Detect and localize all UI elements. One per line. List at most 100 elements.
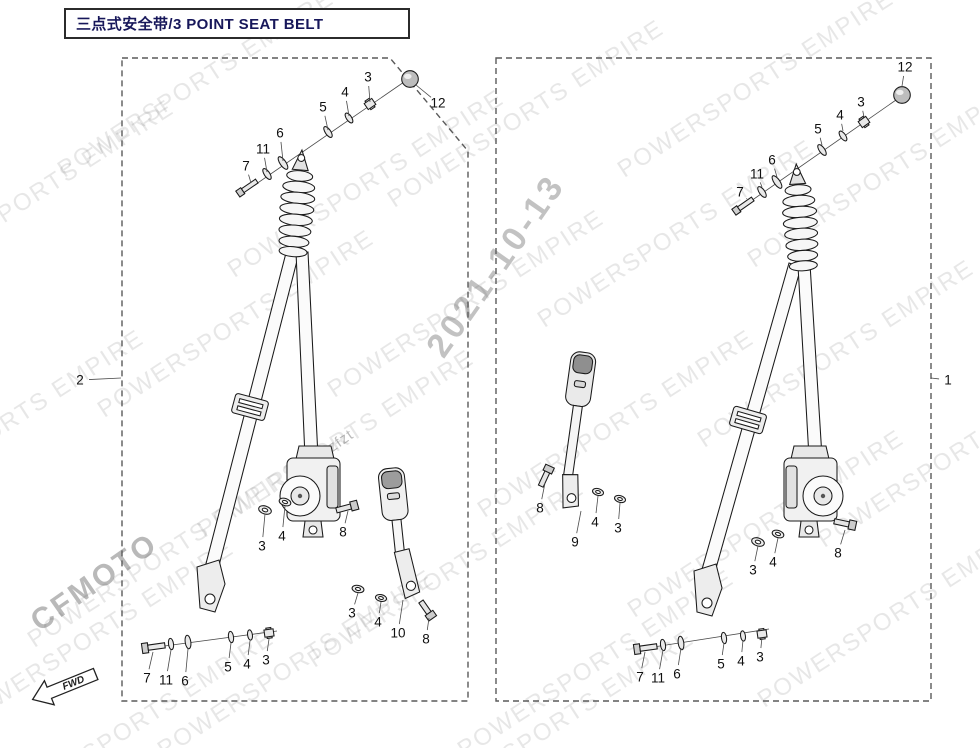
- washer-part: [258, 505, 272, 515]
- callout-leader-line: [426, 617, 430, 631]
- callout-leader-line: [88, 377, 122, 380]
- washer-part: [278, 497, 292, 507]
- bolt-part: [731, 196, 755, 216]
- callout-number-3: 3: [749, 563, 757, 578]
- washer-part: [246, 629, 254, 641]
- callout-leader-line: [541, 482, 546, 500]
- callout-leader-line: [930, 377, 940, 380]
- callout-number-4: 4: [737, 654, 745, 669]
- callout-leader-line: [248, 174, 252, 184]
- callout-number-12: 12: [430, 96, 445, 111]
- callout-number-6: 6: [276, 126, 284, 141]
- washer-part: [757, 186, 767, 198]
- callout-number-11: 11: [651, 671, 665, 686]
- callout-number-7: 7: [242, 159, 250, 174]
- callout-number-4: 4: [591, 515, 599, 530]
- washer-part: [227, 630, 235, 644]
- washer-part: [720, 631, 728, 645]
- callout-number-12: 12: [897, 60, 912, 75]
- bolt-part: [140, 642, 166, 655]
- callout-leader-line: [228, 642, 232, 659]
- callout-number-6: 6: [673, 667, 681, 682]
- watermark-tile: POWERSPORTS EMPIRE: [303, 474, 589, 673]
- watermark-tile: POWERSPORTS EMPIRE: [383, 14, 669, 213]
- left-seatbelt-assembly: [140, 70, 438, 655]
- callout-number-6: 6: [181, 674, 189, 689]
- callout-number-3: 3: [857, 95, 865, 110]
- buckle-assembly: [378, 467, 421, 600]
- callout-number-1: 1: [944, 373, 952, 388]
- callout-leader-line: [167, 649, 172, 672]
- washer-part: [344, 112, 354, 124]
- callout-leader-line: [280, 141, 284, 162]
- retractor: [279, 445, 341, 538]
- callout-number-5: 5: [319, 100, 327, 115]
- nut-part: [263, 626, 275, 640]
- washer-part: [659, 638, 667, 652]
- callout-leader-line: [148, 651, 154, 670]
- callout-number-5: 5: [814, 122, 822, 137]
- bolt-part: [537, 463, 556, 488]
- washer-part: [771, 529, 785, 539]
- callout-leader-line: [759, 182, 763, 188]
- callout-leader-line: [398, 599, 404, 625]
- right-seatbelt-assembly: [537, 86, 911, 656]
- callout-number-4: 4: [769, 555, 777, 570]
- callout-leader-line: [901, 75, 904, 87]
- callout-number-3: 3: [258, 539, 266, 554]
- page-title: 三点式安全带/3 POINT SEAT BELT: [76, 16, 324, 33]
- callout-number-3: 3: [614, 521, 622, 536]
- washer-part: [751, 537, 765, 547]
- washer-part: [323, 126, 333, 138]
- callout-leader-line: [264, 157, 268, 173]
- callout-leader-line: [774, 168, 778, 178]
- callout-leader-line: [346, 100, 350, 117]
- bolt-part: [235, 178, 259, 198]
- callout-number-10: 10: [390, 626, 405, 641]
- callout-leader-line: [595, 495, 599, 514]
- explode-axis-line: [740, 99, 897, 209]
- washer-part: [817, 144, 827, 156]
- callout-number-5: 5: [224, 660, 232, 675]
- washer-part: [167, 637, 175, 651]
- callout-number-8: 8: [834, 546, 842, 561]
- callout-leader-line: [819, 137, 823, 146]
- callout-number-4: 4: [374, 615, 382, 630]
- callout-number-11: 11: [750, 167, 764, 182]
- washer-part: [838, 130, 848, 142]
- belt-guide-boot: [278, 148, 316, 258]
- callout-number-8: 8: [422, 632, 430, 647]
- retractor: [783, 445, 844, 538]
- belt-adjuster: [729, 405, 767, 435]
- callout-leader-line: [746, 198, 748, 200]
- callout-number-4: 4: [836, 108, 844, 123]
- nut-part: [857, 115, 871, 129]
- washer-part: [374, 593, 388, 603]
- callout-leader-line: [840, 529, 846, 545]
- bolt-part: [632, 643, 658, 656]
- cap-part: [893, 86, 911, 104]
- callout-leader-line: [754, 545, 759, 562]
- callout-leader-line: [618, 502, 621, 520]
- washer-part: [351, 584, 365, 594]
- washer-part: [184, 634, 192, 650]
- nut-part: [756, 627, 768, 641]
- callout-leader-line: [576, 510, 582, 534]
- explode-axis-line: [245, 81, 405, 192]
- nut-part: [363, 97, 377, 111]
- callout-leader-line: [641, 651, 646, 669]
- callout-number-9: 9: [571, 535, 579, 550]
- washer-part: [277, 156, 289, 170]
- title-box: 三点式安全带/3 POINT SEAT BELT: [64, 8, 410, 39]
- belt-guide-boot: [782, 162, 819, 272]
- callout-number-3: 3: [348, 606, 356, 621]
- callout-number-4: 4: [243, 657, 251, 672]
- callout-number-7: 7: [636, 670, 644, 685]
- callout-number-11: 11: [159, 673, 173, 688]
- callout-leader-line: [324, 115, 329, 131]
- watermark-date: 2021-10-13: [419, 167, 573, 364]
- right-panel-border: [495, 57, 932, 702]
